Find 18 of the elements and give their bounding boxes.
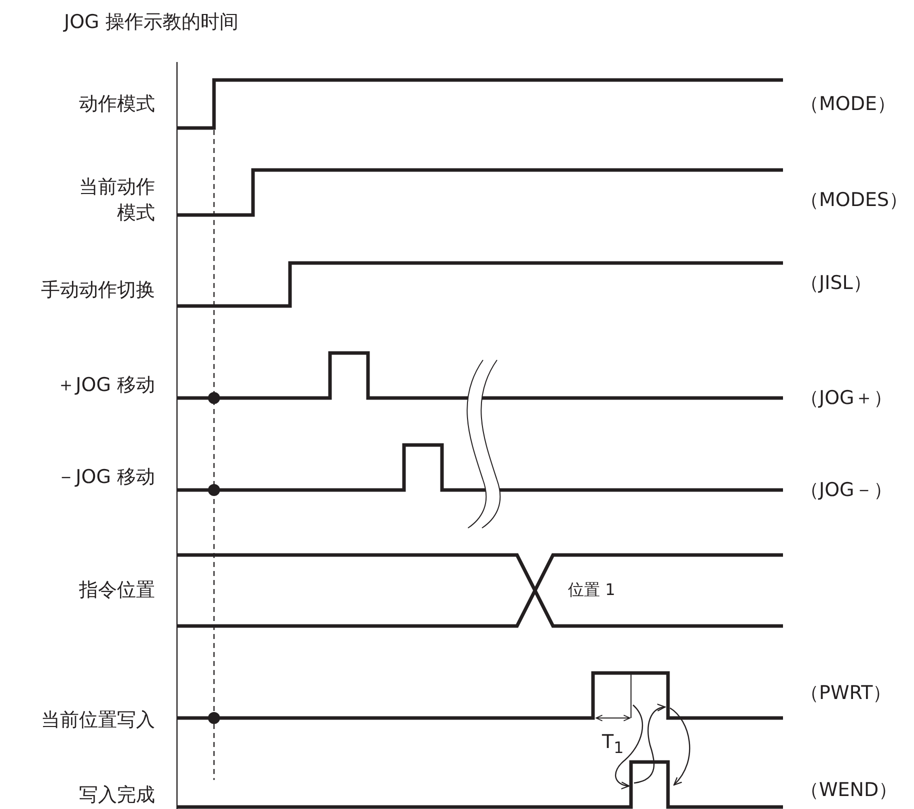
signal-code: （PWRT） xyxy=(800,681,892,706)
value-label: 位置 1 xyxy=(568,579,616,601)
signal-name: 当前动作模式 xyxy=(78,175,155,226)
signal-name: 手动动作切换 xyxy=(41,278,155,303)
signal-name: －JOG 移动 xyxy=(56,465,155,490)
signal-code: （JISL） xyxy=(800,271,872,296)
signal-name: 当前位置写入 xyxy=(41,708,155,733)
signal-name: 指令位置 xyxy=(79,578,155,603)
signal-name: 动作模式 xyxy=(79,92,155,117)
signal-code: （WEND） xyxy=(800,778,898,803)
title: JOG 操作示教的时间 xyxy=(64,10,238,35)
signal-code: （JOG＋） xyxy=(800,386,892,411)
dimension-label: T$_{1}$ xyxy=(602,730,624,759)
signal-code: （MODE） xyxy=(800,92,896,117)
signal-name: ＋JOG 移动 xyxy=(56,373,155,398)
signal-code: （MODES） xyxy=(800,188,908,213)
signal-name: 写入完成 xyxy=(79,783,155,808)
signal-code: （JOG－） xyxy=(800,478,892,503)
